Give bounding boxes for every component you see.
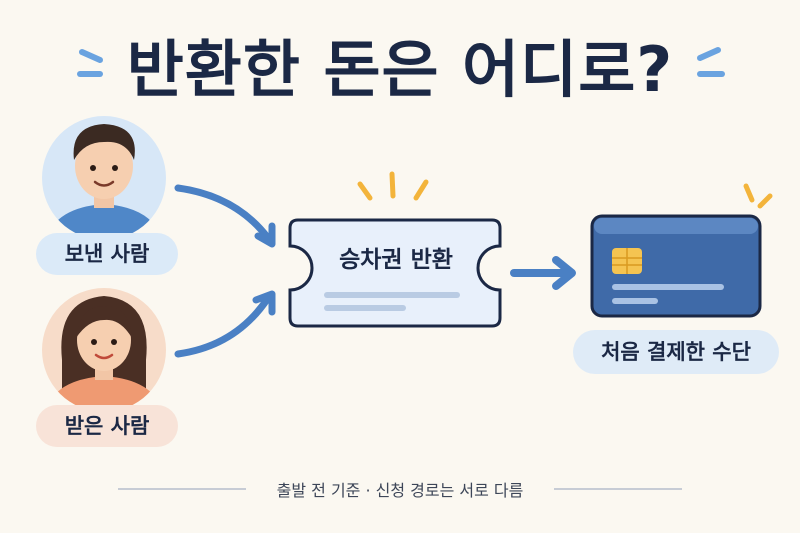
footnote: 출발 전 기준 · 신청 경로는 서로 다름 — [276, 481, 524, 500]
arrow-icon — [174, 290, 276, 358]
page-title: 반환한 돈은 어디로? — [126, 33, 674, 106]
ticket-label: 승차권 반환 — [339, 247, 453, 273]
payment-card — [590, 214, 762, 318]
sender-avatar — [42, 116, 166, 240]
title-sparkle-left-icon — [77, 49, 103, 77]
title-sparkle-right-icon — [697, 47, 725, 77]
arrow-icon — [174, 184, 276, 248]
arrow-icon — [510, 256, 576, 290]
receiver-avatar — [42, 288, 166, 412]
refund-ticket — [288, 218, 502, 328]
sender-label: 보낸 사람 — [36, 233, 178, 275]
payment-method-label: 처음 결제한 수단 — [573, 330, 779, 374]
chip-icon — [612, 248, 642, 274]
card-sparkle-icon — [743, 183, 773, 209]
ticket-sparkle-icon — [357, 171, 429, 201]
receiver-label: 받은 사람 — [36, 405, 178, 447]
